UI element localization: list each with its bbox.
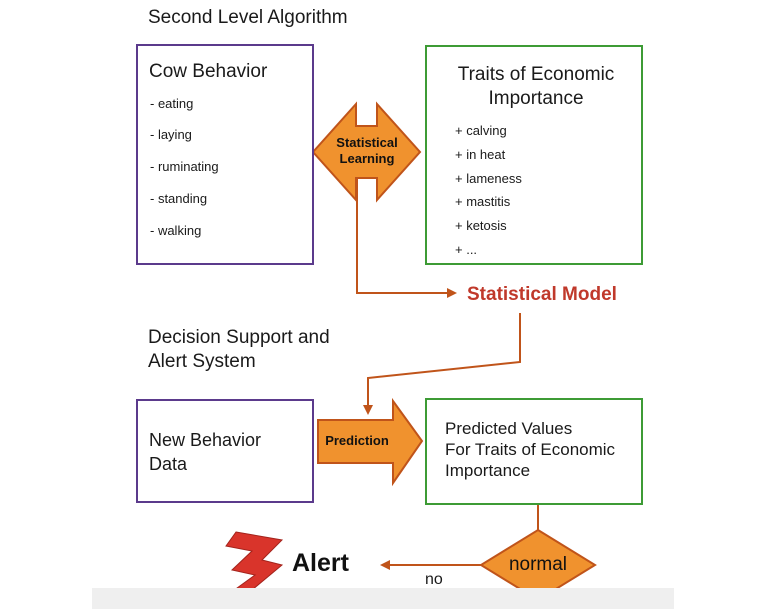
bottom-scroll-bar	[92, 588, 674, 609]
traits-title-line2: Importance	[488, 88, 584, 109]
no-label: no	[425, 571, 443, 588]
section-title-second-level: Second Level Algorithm	[148, 7, 348, 28]
prediction-arrow	[317, 397, 424, 487]
normal-label: normal	[508, 554, 568, 575]
prediction-label: Prediction	[325, 433, 389, 448]
cow-behavior-title: Cow Behavior	[149, 61, 268, 82]
model-to-prediction-connector	[363, 313, 521, 415]
list-item-more: + ...	[455, 242, 478, 257]
new-behavior-box: New Behavior Data	[136, 399, 314, 503]
predicted-values-line3: Importance	[445, 461, 531, 480]
list-item-calving: + calving	[455, 123, 507, 138]
list-item-ruminating: - ruminating	[150, 159, 219, 174]
list-item-laying: - laying	[150, 127, 192, 142]
list-item-lameness: + lameness	[455, 171, 522, 186]
list-item-ketosis: + ketosis	[455, 218, 507, 233]
traits-box: Traits of Economic Importance + calving …	[425, 45, 643, 265]
statistical-model-label: Statistical Model	[467, 284, 617, 305]
statistical-learning-label-line1: Statistical	[336, 135, 398, 150]
section-title-decision-support-line2: Alert System	[148, 351, 256, 372]
list-item-in-heat: + in heat	[455, 147, 506, 162]
section-title-decision-support-line1: Decision Support and	[148, 327, 330, 348]
traits-title-line1: Traits of Economic	[457, 64, 615, 85]
list-item-eating: - eating	[150, 96, 194, 111]
predicted-values-line1: Predicted Values	[445, 419, 573, 438]
predicted-values-line2: For Traits of Economic	[445, 440, 616, 459]
statistical-learning-label-line2: Learning	[339, 151, 395, 166]
alert-label: Alert	[292, 549, 349, 577]
list-item-standing: - standing	[150, 191, 208, 206]
list-item-walking: - walking	[150, 223, 202, 238]
list-item-mastitis: + mastitis	[455, 194, 511, 209]
new-behavior-line2: Data	[149, 454, 188, 474]
learning-to-model-connector	[356, 178, 457, 298]
predicted-values-box: Predicted Values For Traits of Economic …	[425, 398, 643, 505]
cow-behavior-box: Cow Behavior - eating - laying - ruminat…	[136, 44, 314, 265]
new-behavior-line1: New Behavior	[149, 430, 262, 450]
